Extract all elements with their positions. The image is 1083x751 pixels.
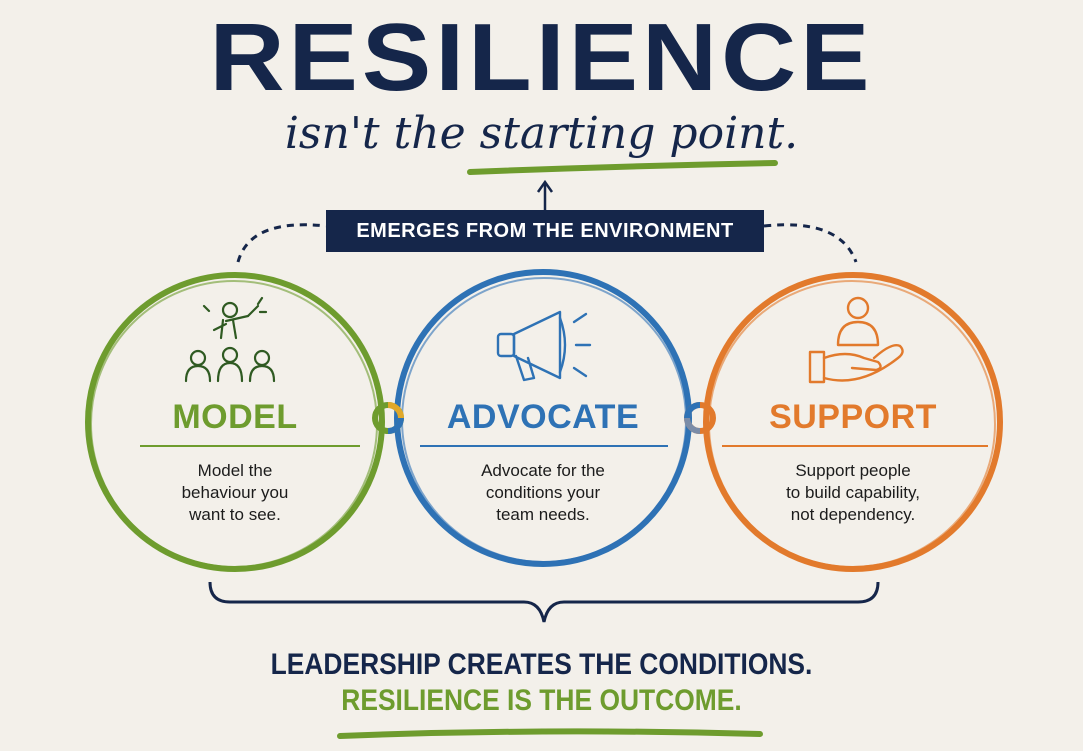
- bottom-bracket: [208, 581, 880, 623]
- megaphone-icon: [496, 310, 592, 382]
- model-description: Model the behaviour you want to see.: [115, 460, 355, 526]
- person-in-hand-icon: [808, 296, 904, 384]
- advocate-description-line: conditions your: [485, 483, 601, 503]
- model-description-line: Model the: [197, 461, 273, 480]
- support-description-line: to build capability,: [786, 483, 920, 503]
- advocate-description-line: Advocate for the: [481, 461, 605, 480]
- ring-connector-left: [372, 402, 404, 434]
- support-description-line: not dependency.: [790, 505, 916, 525]
- model-description-line: want to see.: [189, 505, 281, 525]
- support-title: SUPPORT: [769, 398, 937, 436]
- advocate-description-line: team needs.: [496, 505, 590, 525]
- presenter-with-audience-icon: [184, 296, 276, 383]
- support-description: Support people to build capability, not …: [733, 460, 973, 526]
- model-title: MODEL: [172, 398, 298, 436]
- advocate-description: Advocate for the conditions your team ne…: [423, 460, 663, 526]
- model-description-line: behaviour you: [181, 483, 289, 503]
- support-description-line: Support people: [795, 461, 911, 480]
- footer-leadership-line: LEADERSHIP CREATES THE CONDITIONS.: [270, 648, 813, 681]
- environment-banner: EMERGES FROM THE ENVIRONMENT: [326, 210, 764, 252]
- support-circle: [703, 272, 1003, 572]
- model-circle: [85, 272, 385, 572]
- dashed-connector-right: [763, 223, 858, 263]
- advocate-title: ADVOCATE: [446, 398, 640, 436]
- up-arrow-head: [536, 179, 554, 193]
- footer-outcome-line: RESILIENCE IS THE OUTCOME.: [341, 684, 742, 717]
- page-subtitle: isn't the starting point.: [284, 108, 799, 159]
- subtitle-underline: [467, 160, 778, 175]
- page-title: RESILIENCE: [209, 4, 874, 112]
- footer-underline: [337, 728, 763, 739]
- dashed-connector: [236, 223, 327, 263]
- ring-connector-right: [684, 402, 716, 434]
